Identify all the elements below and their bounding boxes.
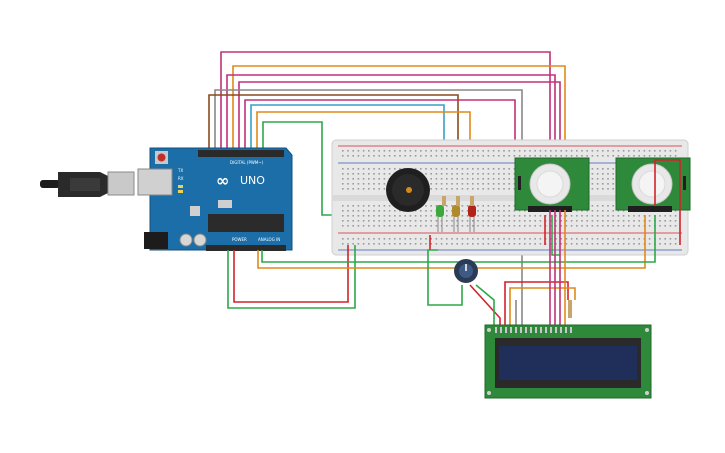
wire-red-1 <box>233 245 349 303</box>
wire-red-2 <box>654 159 681 245</box>
lcd-resistor <box>568 300 572 318</box>
usb-connector <box>107 171 135 196</box>
wire-green-6 <box>475 284 495 325</box>
tx-label: TX <box>177 168 183 173</box>
wire-red-6 <box>504 281 569 325</box>
digital-label: DIGITAL (PWM~) <box>230 160 264 165</box>
arduino-uno: ∞ UNO DIGITAL (PWM~) POWER ANALOG IN TX … <box>40 147 293 251</box>
wire-orange-3 <box>257 215 646 269</box>
wire-green-2 <box>227 245 356 309</box>
resistor-3 <box>470 196 474 206</box>
capacitor-1 <box>179 233 193 247</box>
piezo-buzzer <box>386 168 430 212</box>
wire-magenta-1 <box>220 51 551 160</box>
power-label: POWER <box>232 237 247 242</box>
lcd-screen <box>499 346 637 380</box>
led-yellow <box>452 205 460 232</box>
atmega-chip <box>208 214 284 232</box>
analog-power-header <box>206 245 286 251</box>
led-red <box>468 205 476 232</box>
wire-orange-4 <box>509 287 576 325</box>
wire-magenta-3 <box>238 81 561 160</box>
top-wires <box>208 51 566 325</box>
resistor-1 <box>442 196 446 206</box>
lcd-pins <box>495 327 572 333</box>
wire-green-5 <box>427 249 463 306</box>
capacitor-2 <box>193 233 207 247</box>
usb-cable <box>40 180 60 188</box>
wire-red-5 <box>469 284 501 325</box>
pir-sensor-2 <box>615 157 691 212</box>
pir-sensor-1 <box>514 157 590 212</box>
led-green <box>436 205 444 232</box>
rx-label: RX <box>178 176 184 181</box>
usb-port <box>137 168 173 196</box>
analog-label: ANALOG IN <box>258 237 280 242</box>
resistor-2 <box>456 196 460 206</box>
board-brand: UNO <box>240 174 265 187</box>
wire-magenta-2 <box>226 74 556 160</box>
wire-orange-1 <box>232 65 566 160</box>
arduino-infinity-logo: ∞ <box>216 171 229 190</box>
wire-green-4 <box>551 215 560 256</box>
potentiometer <box>454 259 478 283</box>
led-group <box>436 196 476 232</box>
arduino-board <box>149 147 293 251</box>
digital-header <box>198 150 284 157</box>
power-jack <box>144 232 168 249</box>
wire-magenta-4 <box>244 99 516 160</box>
lcd-16x2 <box>484 324 652 399</box>
